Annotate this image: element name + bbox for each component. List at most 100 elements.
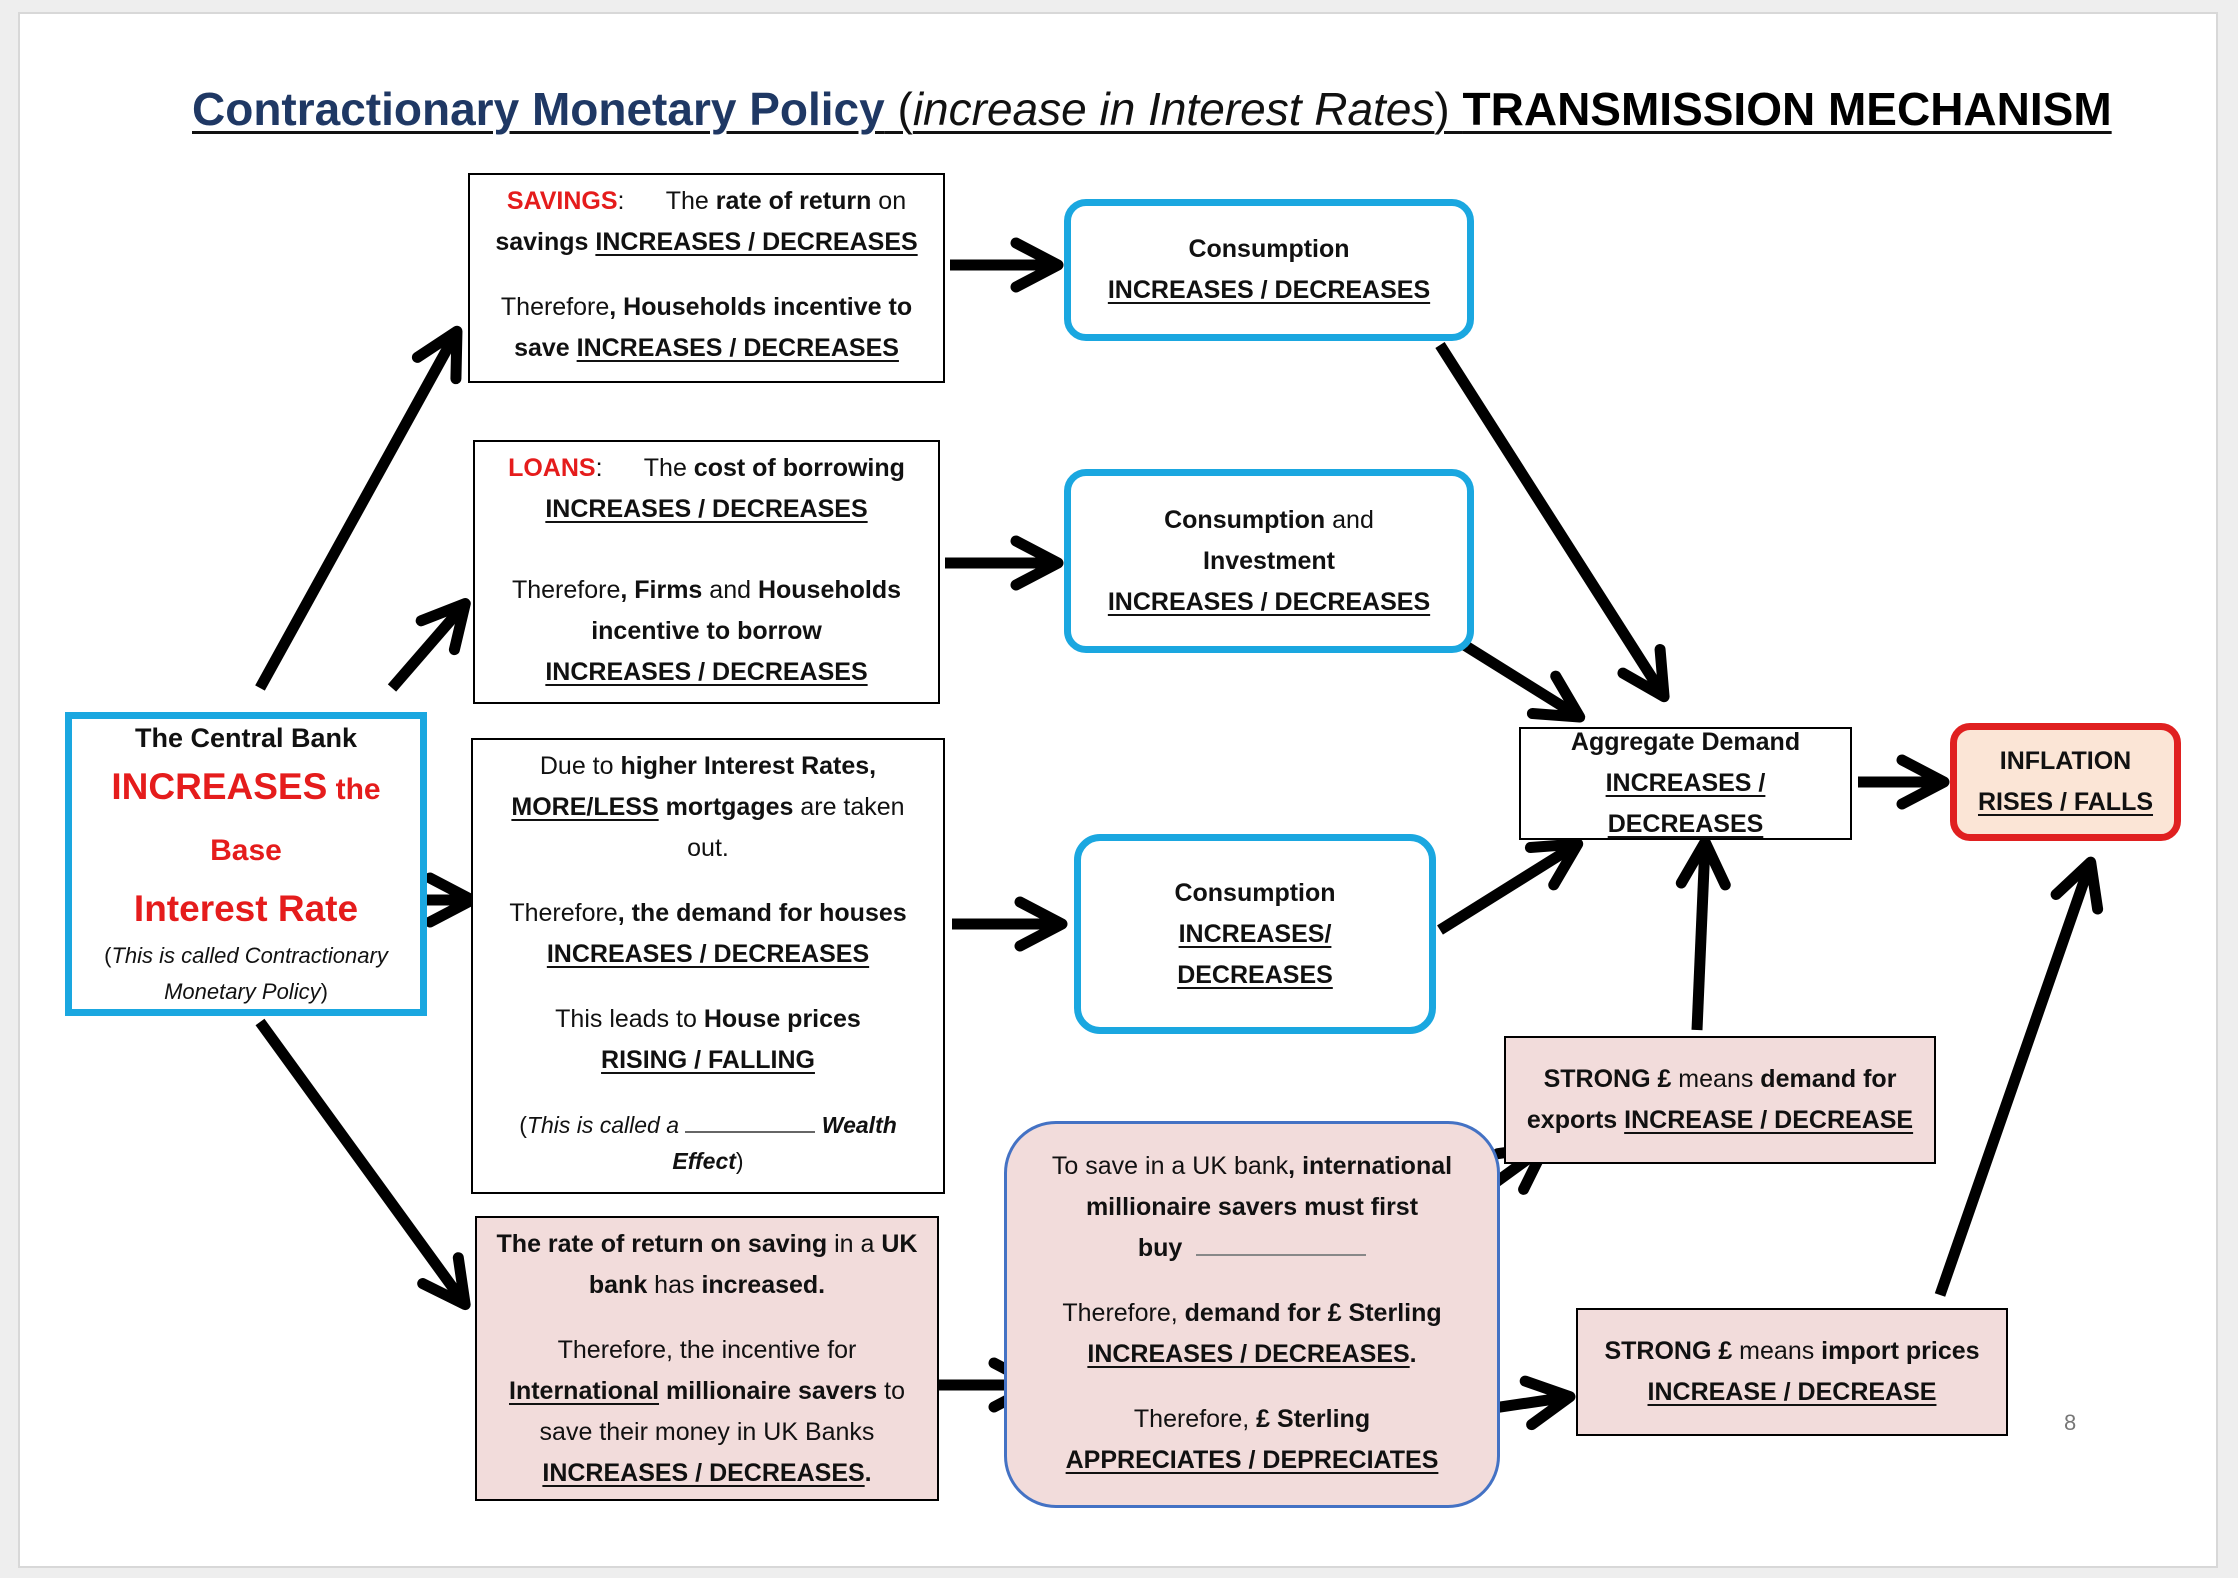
inflation-label: INFLATION (1999, 747, 2132, 775)
inflation-box: INFLATION RISES / FALLS (1950, 723, 2181, 841)
imports-box: STRONG £ means import prices INCREASE / … (1576, 1308, 2008, 1436)
sterling-choice2: APPRECIATES / DEPRECIATES (1065, 1446, 1439, 1474)
mortgages-line8: (This is called a Wealth (485, 1105, 931, 1143)
sterling-line1: To save in a UK bank, international (1019, 1146, 1485, 1187)
saving-uk-line6: INCREASES / DECREASES. (487, 1453, 927, 1494)
imports-strong-pound: STRONG £ (1604, 1337, 1733, 1365)
mortgages-line1: Due to higher Interest Rates, (485, 746, 931, 787)
central-bank-the-base: the Base (210, 773, 381, 867)
central-bank-line1: The Central Bank (134, 723, 358, 753)
aggregate-demand-label: Aggregate Demand (1570, 728, 1801, 756)
savings-t1: The (665, 187, 716, 215)
sterling-buy: buy (1137, 1234, 1183, 1262)
sterling-line4: Therefore, demand for £ Sterling (1019, 1293, 1485, 1334)
saving-uk-t6: increased. (701, 1271, 826, 1299)
mortgages-gap3 (485, 1081, 931, 1105)
savings-line2: savings INCREASES / DECREASES (482, 222, 931, 263)
sterling-line2: millionaire savers must first (1085, 1193, 1419, 1221)
imports-line1: STRONG £ means import prices (1588, 1331, 1996, 1372)
mortgages-more-less: MORE/LESS (511, 793, 659, 821)
saving-uk-box: The rate of return on saving in a UK ban… (475, 1216, 939, 1501)
mortgages-gap2 (485, 975, 931, 999)
loans-line5: INCREASES / DECREASES (487, 652, 926, 693)
consumption2-label: Consumption (1164, 505, 1326, 534)
mortgages-gap1 (485, 869, 931, 893)
savings-rate-of-return: rate of return (715, 187, 872, 215)
consumption2-line3: INCREASES / DECREASES (1089, 582, 1449, 623)
sterling-box: To save in a UK bank, international mill… (1004, 1121, 1500, 1508)
savings-t4: savings (495, 228, 596, 256)
consumption3-line2: INCREASES/ DECREASES (1099, 914, 1411, 996)
arrow-cb-to-loans (387, 597, 471, 692)
sterling-line6: Therefore, £ Sterling (1019, 1399, 1485, 1440)
savings-line4: save INCREASES / DECREASES (482, 328, 931, 369)
mortgages-t7: Therefore (509, 899, 618, 927)
saving-uk-choice: INCREASES / DECREASES (542, 1459, 865, 1487)
consumption1-choice: INCREASES / DECREASES (1107, 276, 1431, 304)
central-bank-note: (This is called Contractionary Monetary … (82, 938, 410, 1010)
loans-line2: INCREASES / DECREASES (487, 489, 926, 530)
sterling-line3: buy (1019, 1228, 1485, 1269)
sterling-t8: Therefore, (1133, 1405, 1257, 1433)
sterling-choice1: INCREASES / DECREASES (1087, 1340, 1410, 1368)
loans-cost-of-borrowing: cost of borrowing (693, 454, 905, 482)
sterling-gap1 (1019, 1269, 1485, 1293)
loans-and: and (702, 576, 758, 604)
mortgages-line4: Therefore, the demand for houses (485, 893, 931, 934)
loans-choice1: INCREASES / DECREASES (545, 495, 868, 523)
saving-uk-line3: Therefore, the incentive for (557, 1336, 857, 1364)
mortgages-line7: RISING / FALLING (485, 1040, 931, 1081)
loans-colon: : (595, 454, 603, 482)
saving-uk-t1: The rate of return on saving (496, 1230, 828, 1258)
savings-t7: save (514, 334, 577, 362)
central-bank-box: The Central Bank INCREASES the Base Inte… (65, 712, 427, 1016)
saving-uk-line2: bank has increased. (487, 1265, 927, 1306)
mortgages-line5: INCREASES / DECREASES (485, 934, 931, 975)
consumption2-and: and (1325, 505, 1374, 534)
loans-gap (487, 530, 926, 570)
saving-uk-t4: bank (588, 1271, 648, 1299)
saving-uk-line1: The rate of return on saving in a UK (487, 1224, 927, 1265)
imports-choice: INCREASE / DECREASE (1647, 1378, 1937, 1406)
loans-t3: Therefore (511, 576, 621, 604)
savings-gap (482, 263, 931, 287)
savings-line3: Therefore, Households incentive to (482, 287, 931, 328)
title-main: Contractionary Monetary Policy (192, 83, 885, 135)
arrow-imports-to-inflation (1934, 856, 2104, 1297)
mortgages-higher-rates: higher Interest Rates, (620, 752, 877, 780)
aggregate-demand-box: Aggregate Demand INCREASES / DECREASES (1519, 727, 1852, 840)
savings-t3: on (871, 187, 907, 215)
consumption2-choice: INCREASES / DECREASES (1107, 587, 1431, 616)
central-bank-line3: Interest Rate (133, 888, 359, 929)
exports-means: means (1671, 1065, 1761, 1093)
mortgages-this-is-called: This is called a (526, 1112, 686, 1138)
sterling-gap2 (1019, 1375, 1485, 1399)
consumption2-investment: Investment (1203, 546, 1335, 575)
mortgages-t12: ( (519, 1112, 527, 1138)
mortgages-t16: ) (735, 1148, 744, 1174)
savings-box: SAVINGS: The rate of return on savings I… (468, 173, 945, 383)
mortgages-t5: are taken (793, 793, 905, 821)
consumption3-choice: INCREASES/ DECREASES (1177, 919, 1333, 989)
saving-uk-t12: . (864, 1459, 872, 1487)
mortgages-t8: , the (617, 899, 677, 927)
mortgages-effect: Effect (672, 1148, 736, 1174)
loans-box: LOANS: The cost of borrowing INCREASES /… (473, 440, 940, 704)
savings-t6: , Households incentive to (609, 293, 913, 321)
exports-box: STRONG £ means demand for exports INCREA… (1504, 1036, 1936, 1164)
consumption1-box: Consumption INCREASES / DECREASES (1064, 199, 1474, 341)
title-italic: increase in Interest Rates (912, 83, 1435, 135)
sterling-t5: Therefore, (1062, 1299, 1185, 1327)
mortgages-choice2: RISING / FALLING (601, 1046, 815, 1074)
page-number: 8 (2064, 1410, 2077, 1435)
title-paren-close: ) (1434, 83, 1463, 135)
page-title: Contractionary Monetary Policy (increase… (192, 82, 2112, 136)
mortgages-demand-houses: demand for houses (676, 899, 907, 927)
mortgages-wealth: Wealth (815, 1112, 897, 1138)
saving-uk-t5: has (647, 1271, 702, 1299)
savings-choice2: INCREASES / DECREASES (576, 334, 899, 362)
arrow-consumption1-to-ad (1435, 342, 1670, 703)
exports-word: exports (1526, 1106, 1625, 1134)
consumption1-label: Consumption (1188, 235, 1350, 263)
savings-choice1: INCREASES / DECREASES (595, 228, 918, 256)
